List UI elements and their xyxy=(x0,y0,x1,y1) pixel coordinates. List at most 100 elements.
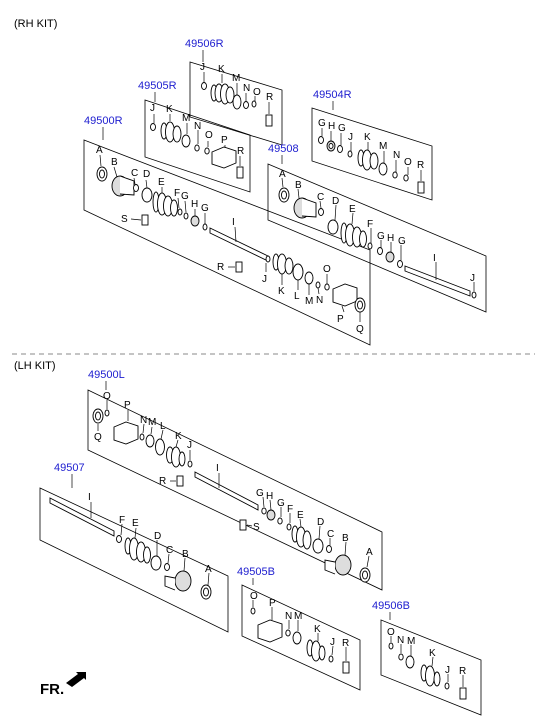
label-49500R-C: C xyxy=(131,168,138,179)
label-49507-A: A xyxy=(205,564,212,575)
part-number-49500R[interactable]: 49500R xyxy=(84,115,123,127)
label-49505R-N: N xyxy=(194,121,201,132)
label-49506B-R: R xyxy=(459,666,466,677)
group-49506R: 49506R J K M N O R xyxy=(185,38,283,146)
label-49508-J: J xyxy=(470,273,475,284)
label-49500R-S: S xyxy=(121,214,128,225)
label-49500L-D: D xyxy=(317,517,324,528)
label-49506B-J: J xyxy=(445,665,450,676)
label-49504R-J: J xyxy=(348,132,353,143)
label-49506R-R: R xyxy=(266,92,273,103)
group-49504R: 49504R G H G J K M N O R xyxy=(311,89,433,201)
label-49505R-M: M xyxy=(182,113,190,124)
label-49507-D: D xyxy=(154,531,161,542)
label-49507-C: C xyxy=(166,545,173,556)
label-49506R-O: O xyxy=(253,87,261,98)
part-number-49505R[interactable]: 49505R xyxy=(138,80,177,92)
label-49508-F: F xyxy=(367,219,373,230)
label-49500R-D: D xyxy=(143,169,150,180)
label-49507-F: F xyxy=(119,515,125,526)
label-49508-H: H xyxy=(387,233,394,244)
label-49500R-K: K xyxy=(278,286,285,297)
label-49505B-P: P xyxy=(269,598,276,609)
label-49505R-O: O xyxy=(205,130,213,141)
label-49500R-A: A xyxy=(96,145,103,156)
label-49500R-G2: G xyxy=(201,203,209,214)
label-49500L-R: R xyxy=(159,476,166,487)
label-49500L-A: A xyxy=(366,547,373,558)
label-49500L-O: O xyxy=(103,391,111,402)
front-arrow-icon xyxy=(66,672,86,687)
label-49507-E: E xyxy=(132,518,139,529)
group-49500L: 49500L O P N M L xyxy=(87,369,383,591)
label-49500R-M: M xyxy=(305,296,313,307)
label-49500R-O: O xyxy=(323,264,331,275)
label-49505B-R: R xyxy=(342,638,349,649)
label-49500L-G2: G xyxy=(277,498,285,509)
label-49500R-Q: Q xyxy=(356,324,364,335)
label-49506B-M: M xyxy=(407,636,415,647)
label-49500L-I: I xyxy=(216,463,219,474)
label-49505B-N: N xyxy=(285,611,292,622)
label-49500R-R: R xyxy=(217,262,224,273)
label-49500L-B: B xyxy=(342,533,349,544)
label-49500R-P: P xyxy=(337,314,344,325)
label-49500R-G1: G xyxy=(181,191,189,202)
label-49505R-R: R xyxy=(237,146,244,157)
label-49500L-E: E xyxy=(297,510,304,521)
part-number-49506B[interactable]: 49506B xyxy=(372,600,410,612)
label-49508-E: E xyxy=(349,204,356,215)
label-49504R-H: H xyxy=(328,121,335,132)
label-49505B-J: J xyxy=(330,637,335,648)
label-49506R-K: K xyxy=(218,64,225,75)
label-49504R-G1: G xyxy=(318,118,326,129)
label-49500L-S: S xyxy=(253,522,260,533)
label-49506B-O: O xyxy=(387,627,395,638)
label-49508-A: A xyxy=(279,169,286,180)
label-49500L-N: N xyxy=(140,415,147,426)
label-49500L-K: K xyxy=(175,431,182,442)
label-49506R-M: M xyxy=(232,73,240,84)
label-49500R-E: E xyxy=(158,177,165,188)
group-49506B: 49506B O N M K J R xyxy=(372,600,482,716)
label-49504R-M: M xyxy=(379,141,387,152)
label-49500L-G1: G xyxy=(256,488,264,499)
label-49504R-G2: G xyxy=(338,123,346,134)
label-49500R-N: N xyxy=(316,295,323,306)
part-number-49504R[interactable]: 49504R xyxy=(313,89,352,101)
label-49508-B: B xyxy=(295,180,302,191)
label-49504R-R: R xyxy=(417,160,424,171)
group-49500R: 49500R xyxy=(83,115,371,346)
label-49500L-M: M xyxy=(148,417,156,428)
group-49507: 49507 I F E D C B A xyxy=(39,462,229,633)
part-number-49508[interactable]: 49508 xyxy=(268,143,299,155)
label-49508-G1: G xyxy=(377,231,385,242)
label-49500L-P: P xyxy=(124,400,131,411)
label-49500L-L: L xyxy=(160,421,166,432)
label-49500R-L: L xyxy=(294,291,300,302)
part-number-49505B[interactable]: 49505B xyxy=(237,566,275,578)
lh-kit-title: (LH KIT) xyxy=(14,360,56,372)
part-number-49506R[interactable]: 49506R xyxy=(185,38,224,50)
label-49500R-I: I xyxy=(232,217,235,228)
label-49507-B: B xyxy=(182,549,189,560)
label-49505B-O: O xyxy=(250,591,258,602)
label-49500L-F: F xyxy=(287,504,293,515)
label-49505R-P: P xyxy=(221,135,228,146)
rh-kit-title: (RH KIT) xyxy=(14,18,57,30)
label-49500R-J: J xyxy=(262,274,267,285)
label-49506R-J: J xyxy=(200,62,205,73)
label-49506B-N: N xyxy=(397,635,404,646)
label-49500L-Q: Q xyxy=(94,432,102,443)
group-49505R: 49505R J K M N O P R xyxy=(138,80,251,193)
part-number-49507[interactable]: 49507 xyxy=(54,462,85,474)
label-49506R-N: N xyxy=(243,83,250,94)
label-49505R-K: K xyxy=(166,104,173,115)
part-number-49500L[interactable]: 49500L xyxy=(88,369,125,381)
label-49507-I: I xyxy=(88,492,91,503)
label-49504R-N: N xyxy=(393,150,400,161)
label-49508-D: D xyxy=(332,196,339,207)
group-49508: 49508 A B C D E F G H G I J xyxy=(267,143,487,313)
label-49500L-C: C xyxy=(327,529,334,540)
